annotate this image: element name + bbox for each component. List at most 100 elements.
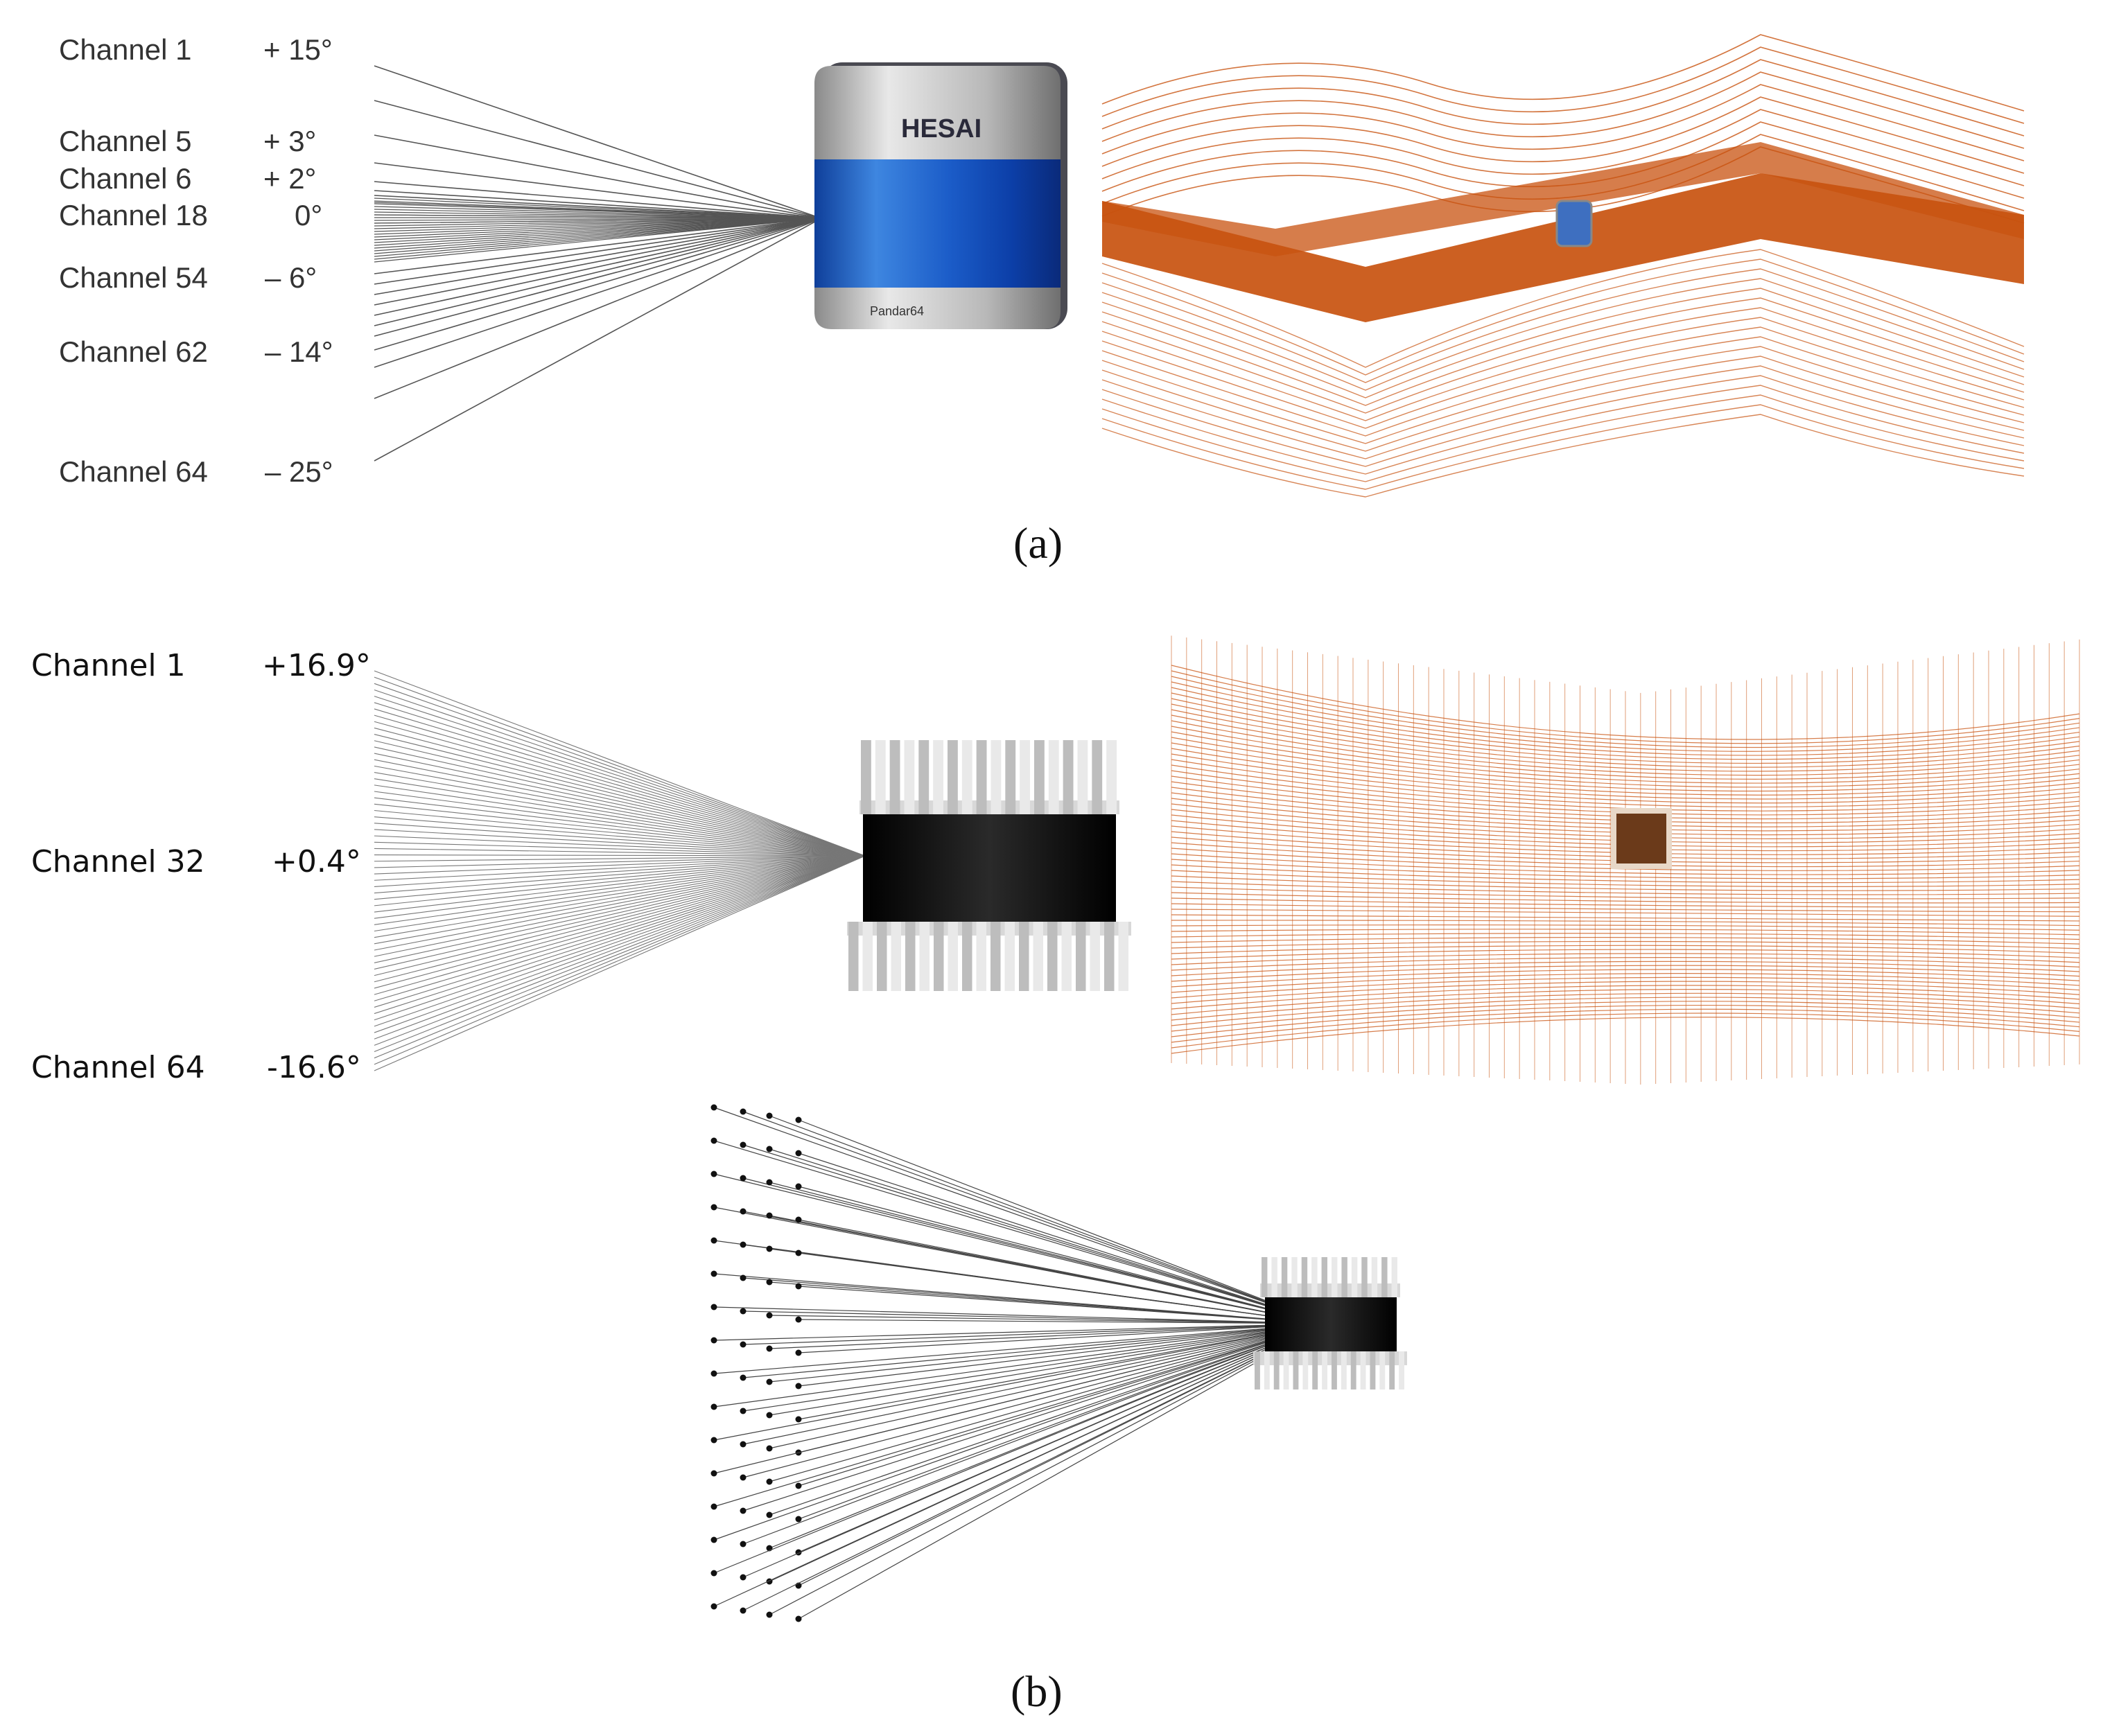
grid-beam-point (795, 1349, 802, 1356)
fin (976, 740, 987, 814)
b-beam-line (374, 816, 866, 857)
b-mesh-curve (1171, 953, 2080, 965)
b-mesh-curve (1171, 965, 2080, 982)
b-mesh-curve (1171, 687, 2080, 756)
fin (1312, 1351, 1318, 1389)
fin (1118, 922, 1128, 991)
a-channel-angle-1: + 15° (263, 33, 333, 66)
b-beam-line (374, 848, 866, 857)
b-beam-line (374, 791, 866, 857)
fin (1381, 1257, 1388, 1297)
grid-beam-line (769, 1323, 1326, 1349)
grid-beam-point (710, 1204, 717, 1211)
a-beam-line (374, 211, 822, 219)
grid-beam-line (769, 1182, 1326, 1324)
grid-beam-line (798, 1323, 1326, 1487)
b-mesh-curve (1171, 985, 2080, 1010)
fin (848, 922, 859, 991)
fin (1281, 1257, 1288, 1297)
grid-beam-point (795, 1183, 802, 1190)
b-mesh-curve (1171, 997, 2080, 1026)
grid-beam-line (742, 1323, 1326, 1412)
grid-beam-point (766, 1112, 773, 1119)
a-beam-line (374, 218, 822, 224)
b-beam-line (374, 740, 866, 857)
grid-beam-point (795, 1615, 802, 1622)
fin (948, 922, 958, 991)
sensor-top-cap (814, 66, 1061, 159)
b-beam-line (374, 855, 866, 1027)
fin (861, 740, 871, 814)
grid-beam-point (766, 1378, 773, 1385)
b-mesh-curve (1171, 897, 2080, 908)
grid-beam-line (798, 1219, 1326, 1324)
a-beam-line (374, 218, 822, 246)
grid-beam-line (798, 1286, 1326, 1324)
b-beam-line (374, 855, 866, 900)
b-beam-line (374, 855, 866, 957)
grid-beam-line (798, 1119, 1326, 1324)
grid-beam-line (742, 1323, 1326, 1478)
b-beam-line (374, 855, 866, 970)
b-mesh-curve (1171, 703, 2080, 768)
b-beam-line (374, 829, 866, 857)
b-mesh-curve (1171, 853, 2080, 875)
b-mesh-curve (1171, 924, 2080, 931)
grid-beam-point (710, 1137, 717, 1144)
grid-beam-point (710, 1171, 717, 1177)
b-mesh-curve (1171, 969, 2080, 988)
a-scan-curve-lower (1101, 336, 2025, 437)
grid-beam-point (766, 1478, 773, 1485)
a-scan-curve-lower (1101, 307, 2025, 414)
a-beam-line (374, 218, 822, 263)
fin (1302, 1351, 1309, 1389)
b-beam-line (374, 855, 866, 963)
a-scan-curve-lower (1101, 346, 2025, 444)
fin (1351, 1257, 1358, 1297)
panel-a-scan-lines (1101, 34, 2025, 498)
a-channel-angle-62: – 14° (265, 335, 333, 368)
a-beam-line (374, 190, 822, 219)
grid-beam-point (766, 1611, 773, 1618)
b-beam-line (374, 676, 866, 857)
b-mesh-curve (1171, 676, 2080, 748)
a-scan-curve-upper (1101, 96, 2025, 174)
fin (1255, 1351, 1260, 1389)
grid-beam-point (795, 1216, 802, 1223)
mesh-center-sensor (1611, 808, 1672, 869)
fin (1311, 1257, 1318, 1297)
b-mesh-curve (1171, 892, 2080, 904)
fin (1020, 740, 1030, 814)
a-scan-curve-lower (1101, 258, 2025, 376)
grid-beam-line (742, 1111, 1326, 1324)
sensor-black-window (863, 814, 1116, 922)
fin (1341, 1257, 1347, 1297)
b-mesh-curve (1171, 933, 2080, 940)
a-beam-line (374, 218, 822, 221)
panel-a-beam-fan (374, 65, 822, 462)
b-beam-line (374, 696, 866, 857)
b-channel-angle-1: +16.9° (262, 648, 371, 683)
b-channel-label-32: Channel 32 (31, 844, 205, 879)
grid-beam-point (795, 1116, 802, 1123)
fin (1077, 740, 1088, 814)
b-beam-line (374, 708, 866, 857)
b-beam-line (374, 855, 866, 875)
a-channel-label-64: Channel 64 (59, 455, 208, 488)
pandar64-sensor: HESAI Pandar64 (814, 62, 1067, 329)
b-beam-line (374, 855, 866, 938)
b-mesh-curve (1171, 1001, 2080, 1032)
b-beam-line (374, 670, 866, 857)
a-beam-line (374, 218, 822, 249)
grid-beam-line (798, 1323, 1326, 1353)
fin (1370, 1351, 1376, 1389)
fin (1399, 1351, 1404, 1389)
a-beam-line (374, 134, 822, 219)
b-beam-line (374, 855, 866, 1001)
fin (1262, 1257, 1268, 1297)
b-beam-line (374, 855, 866, 925)
grid-beam-point (710, 1337, 717, 1344)
b-mesh-curve (1171, 759, 2080, 808)
grid-beam-point (710, 1403, 717, 1410)
b-beam-line (374, 746, 866, 857)
